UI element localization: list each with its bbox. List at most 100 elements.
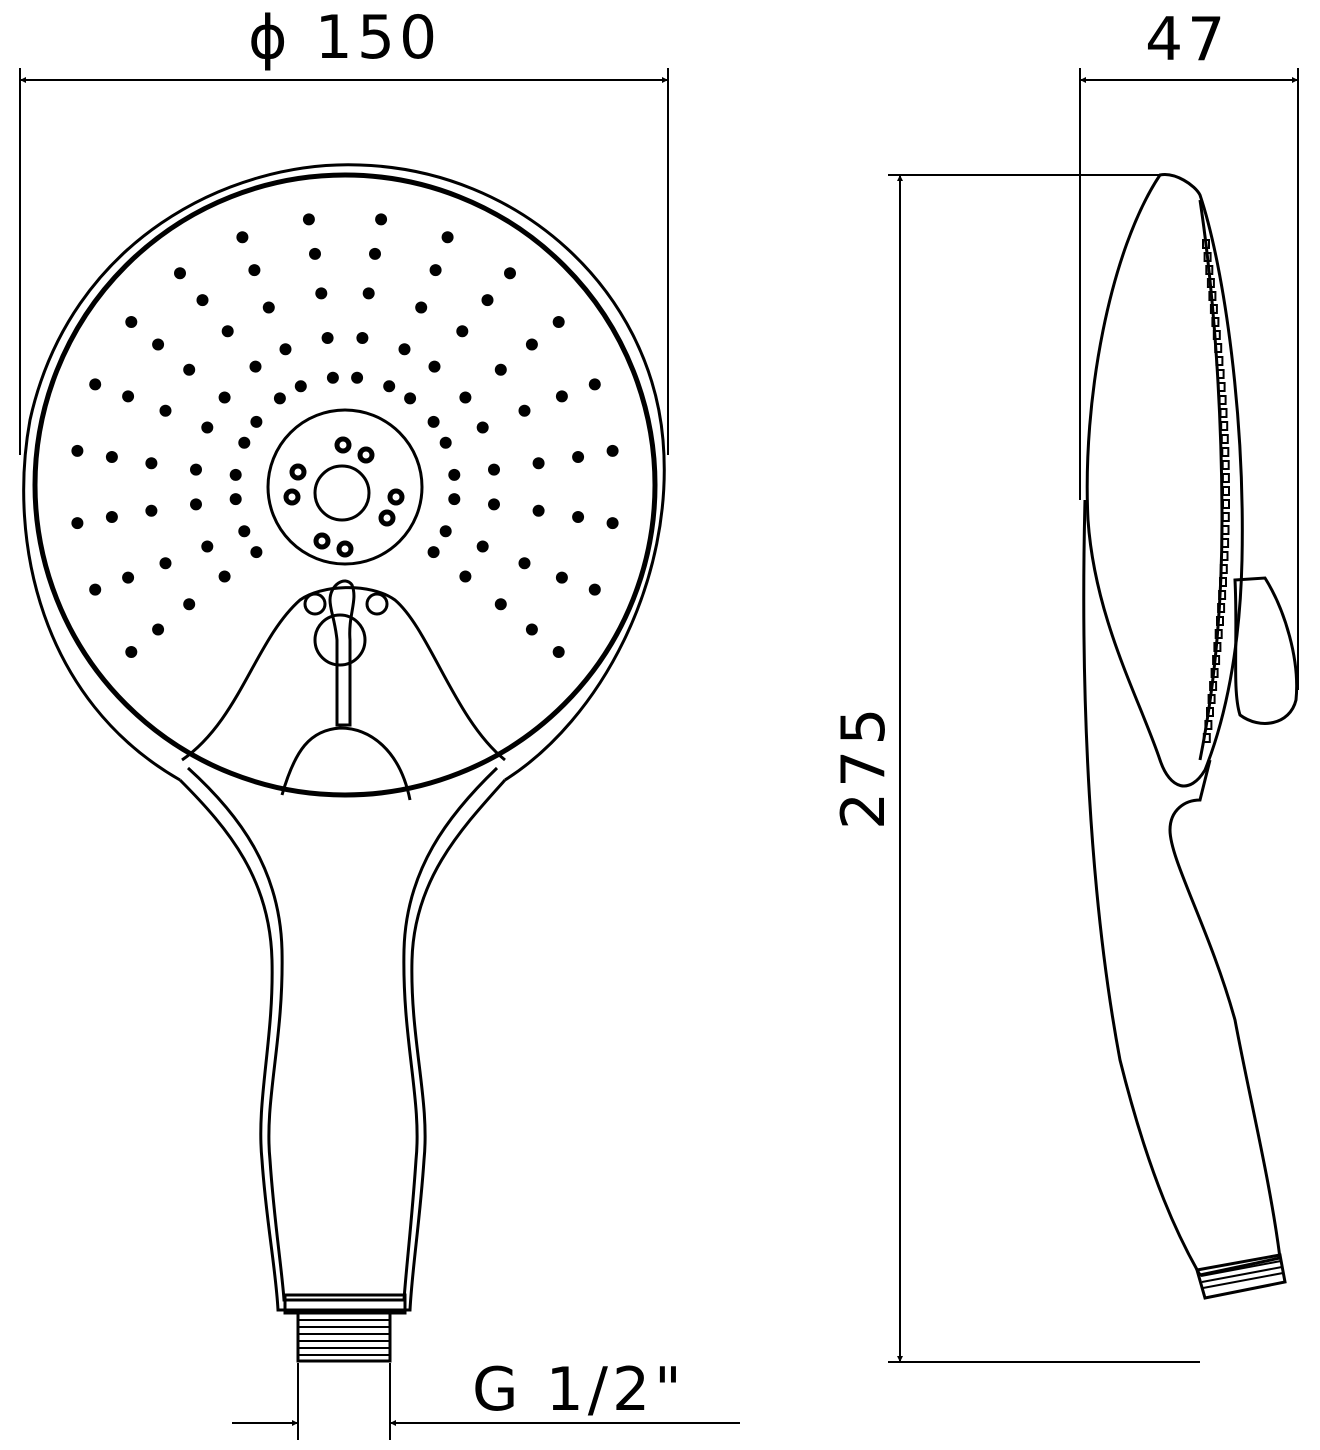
head-outer-rim <box>22 163 666 782</box>
nozzle-dot <box>250 415 263 428</box>
thread-connector <box>296 1311 392 1363</box>
nozzle-dot <box>315 287 328 300</box>
nozzle-dot <box>476 540 489 553</box>
center-nozzle <box>387 488 405 506</box>
side-nozzle <box>1217 603 1226 613</box>
side-nozzle <box>1214 629 1223 639</box>
nozzle-dot <box>159 557 172 570</box>
dimension-lines <box>19 68 1299 1440</box>
nozzle-dot <box>221 325 234 338</box>
side-handle-outline <box>1082 499 1282 1277</box>
depth-label: 47 <box>1145 5 1229 75</box>
side-head-outline <box>1085 173 1244 788</box>
nozzle-dot <box>369 247 381 260</box>
side-nozzle <box>1215 356 1224 366</box>
side-nozzle <box>1205 265 1214 275</box>
nozzle-dot <box>532 504 545 517</box>
side-nozzles <box>1202 239 1230 743</box>
nozzle-dot <box>481 294 494 307</box>
side-nozzle <box>1209 681 1218 691</box>
selector-screw-right <box>365 592 389 616</box>
nozzle-dot <box>279 343 292 356</box>
nozzle-dot <box>572 511 585 523</box>
nozzle-dot <box>525 338 538 351</box>
nozzle-dot <box>105 451 118 463</box>
nozzle-dot <box>398 343 411 356</box>
nozzle-dot <box>238 436 251 449</box>
nozzle-dot <box>504 267 516 280</box>
nozzle-dot <box>201 540 214 553</box>
center-nozzle <box>336 540 354 558</box>
thread-lines <box>298 1319 390 1356</box>
nozzle-dot <box>145 504 158 517</box>
nozzle-dot <box>262 301 275 314</box>
nozzle-dot <box>71 444 84 457</box>
side-nozzle <box>1221 512 1230 522</box>
selector-screw-left <box>303 592 327 616</box>
side-lever <box>1233 576 1299 725</box>
handle-inner-line <box>186 766 499 1302</box>
center-nozzle <box>283 488 301 506</box>
selector-lever <box>328 579 356 727</box>
nozzle-dot <box>183 598 196 611</box>
side-nozzle <box>1214 343 1223 353</box>
nozzle-dot <box>427 546 440 559</box>
height-label: 275 <box>829 703 899 830</box>
side-thread <box>1195 1253 1287 1300</box>
nozzle-dot <box>518 404 531 417</box>
nozzle-dot <box>383 380 396 393</box>
center-nozzle <box>289 463 307 481</box>
nozzle-dot <box>606 517 619 530</box>
nozzle-dot <box>250 546 263 559</box>
nozzle-dot <box>183 363 196 376</box>
nozzle-dot <box>532 457 545 470</box>
nozzle-dot <box>71 517 84 530</box>
nozzle-dot <box>375 213 388 226</box>
nozzle-dot <box>441 231 454 244</box>
side-nozzle <box>1219 408 1228 418</box>
nozzle-dot <box>196 294 209 307</box>
nozzle-dot <box>125 316 138 328</box>
side-nozzle <box>1221 538 1230 548</box>
spray-nozzles <box>71 213 619 658</box>
nozzle-dot <box>488 463 500 476</box>
side-view <box>1082 173 1299 1300</box>
side-nozzle <box>1216 616 1224 626</box>
nozzle-dot <box>428 360 441 373</box>
nozzle-dot <box>439 525 452 538</box>
nozzle-dot <box>294 380 307 393</box>
side-nozzle <box>1219 577 1227 587</box>
side-nozzle <box>1220 421 1229 431</box>
side-nozzle <box>1202 239 1210 249</box>
center-hole <box>313 464 371 522</box>
side-nozzle <box>1206 707 1214 717</box>
nozzle-dot <box>309 247 321 260</box>
side-nozzle <box>1217 382 1226 392</box>
side-nozzle <box>1220 434 1229 444</box>
nozzle-dot <box>105 511 118 523</box>
nozzle-dot <box>362 287 375 300</box>
side-nozzle <box>1216 369 1225 379</box>
side-nozzle <box>1212 330 1221 340</box>
thread-label: G 1/2" <box>472 1355 686 1425</box>
nozzle-dot <box>488 498 500 511</box>
nozzle-dot <box>572 451 585 463</box>
nozzle-dot <box>555 390 568 403</box>
dimension-labels: ϕ 150 47 275 G 1/2" <box>248 3 1229 1425</box>
center-nozzle <box>357 446 375 464</box>
nozzle-dot <box>201 421 214 434</box>
nozzle-dot <box>525 623 538 636</box>
side-nozzle <box>1218 395 1227 405</box>
nozzle-dot <box>356 332 369 344</box>
nozzle-dot <box>89 583 102 596</box>
side-nozzle <box>1206 278 1215 288</box>
side-nozzle <box>1220 551 1229 561</box>
side-nozzle <box>1209 304 1218 314</box>
nozzle-dot <box>229 468 242 481</box>
nozzle-dot <box>494 363 507 376</box>
side-nozzle <box>1219 564 1228 574</box>
side-nozzle <box>1204 720 1213 730</box>
nozzle-dot <box>552 316 565 328</box>
side-nozzle <box>1222 486 1230 496</box>
nozzle-dot <box>427 415 440 428</box>
